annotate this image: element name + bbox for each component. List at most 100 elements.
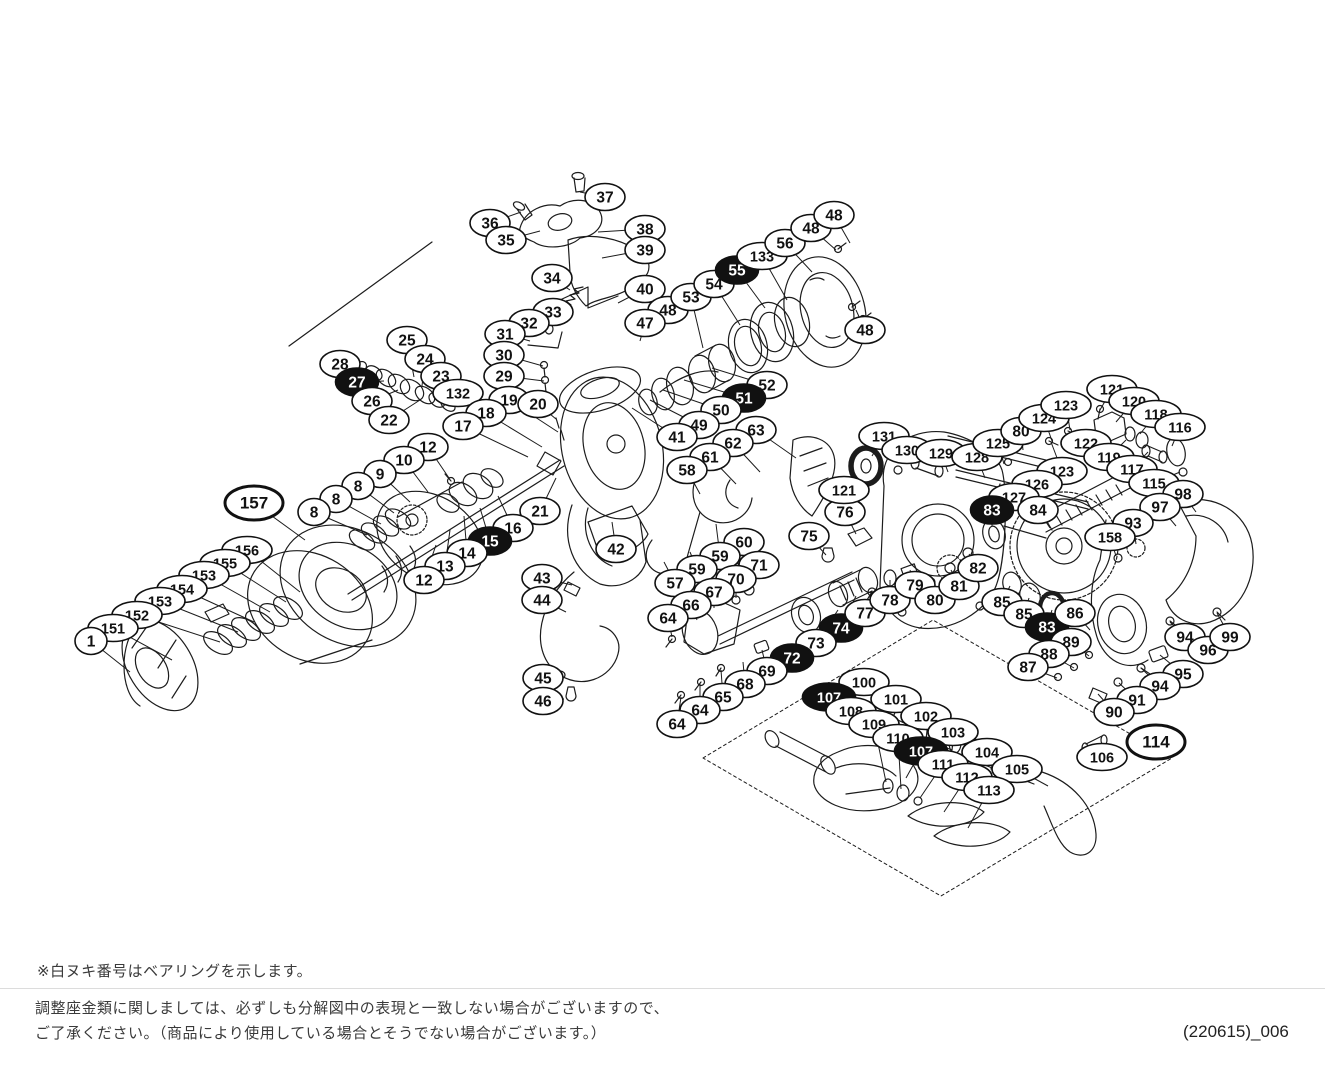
svg-text:31: 31	[496, 327, 514, 344]
svg-text:26: 26	[363, 394, 381, 411]
svg-text:100: 100	[852, 676, 876, 692]
callout-17: 17	[442, 411, 484, 441]
svg-text:64: 64	[691, 703, 709, 720]
callout-132: 132	[432, 378, 484, 408]
callout-113: 113	[963, 775, 1015, 805]
svg-text:21: 21	[531, 504, 549, 521]
callout-116: 116	[1154, 412, 1206, 442]
callout-58: 58	[666, 455, 708, 485]
svg-text:8: 8	[310, 505, 319, 522]
svg-text:158: 158	[1098, 531, 1122, 547]
svg-text:33: 33	[544, 305, 562, 322]
svg-text:38: 38	[636, 222, 654, 239]
svg-text:14: 14	[458, 546, 476, 563]
svg-text:104: 104	[975, 746, 999, 762]
svg-text:73: 73	[807, 636, 825, 653]
callout-38: 38	[624, 214, 666, 244]
svg-text:57: 57	[666, 576, 683, 593]
svg-text:115: 115	[1142, 477, 1165, 493]
callout-90: 90	[1093, 697, 1135, 727]
callout-87: 87	[1007, 652, 1049, 682]
callout-41: 41	[656, 422, 698, 452]
svg-text:96: 96	[1199, 643, 1217, 660]
svg-text:46: 46	[534, 694, 552, 711]
callout-64: 64	[656, 709, 698, 739]
svg-text:114: 114	[1142, 733, 1170, 752]
callout-22: 22	[368, 405, 410, 435]
callout-157: 157	[223, 484, 285, 522]
svg-text:132: 132	[446, 387, 470, 403]
callout-31: 31	[484, 319, 526, 349]
callout-158: 158	[1084, 522, 1136, 552]
svg-text:79: 79	[906, 578, 924, 595]
svg-text:71: 71	[750, 558, 768, 575]
svg-text:37: 37	[596, 190, 613, 207]
svg-text:130: 130	[895, 444, 919, 460]
callout-103: 103	[927, 717, 979, 747]
svg-text:18: 18	[477, 406, 495, 423]
svg-text:157: 157	[240, 494, 268, 513]
svg-text:53: 53	[682, 290, 700, 307]
callout-47: 47	[624, 308, 666, 338]
svg-text:84: 84	[1029, 503, 1047, 520]
svg-text:69: 69	[758, 664, 776, 681]
callout-43: 43	[521, 563, 563, 593]
callout-123: 123	[1040, 390, 1092, 420]
svg-text:40: 40	[636, 282, 653, 299]
callout-114: 114	[1125, 723, 1187, 761]
svg-text:48: 48	[802, 221, 820, 238]
svg-text:30: 30	[495, 348, 512, 365]
svg-text:80: 80	[926, 593, 943, 610]
svg-text:70: 70	[727, 572, 744, 589]
svg-text:125: 125	[986, 437, 1010, 453]
svg-text:105: 105	[1005, 763, 1029, 779]
callout-40: 40	[624, 274, 666, 304]
washer-note-line1: 調整座金類に関しましては、必ずしも分解図中の表現と一致しない場合がございますので…	[35, 1000, 670, 1017]
callout-75: 75	[788, 521, 830, 551]
callout-64: 64	[647, 603, 689, 633]
svg-text:82: 82	[969, 561, 986, 578]
callout-105: 105	[991, 754, 1043, 784]
svg-text:15: 15	[481, 534, 499, 551]
callout-82: 82	[957, 553, 999, 583]
svg-text:94: 94	[1176, 630, 1194, 647]
svg-text:95: 95	[1174, 667, 1192, 684]
svg-text:25: 25	[398, 333, 416, 350]
svg-text:61: 61	[701, 450, 719, 467]
svg-text:22: 22	[380, 413, 397, 430]
callout-48: 48	[844, 315, 886, 345]
callout-20: 20	[517, 389, 559, 419]
svg-text:48: 48	[659, 303, 677, 320]
svg-text:87: 87	[1019, 660, 1036, 677]
svg-text:68: 68	[736, 677, 754, 694]
svg-text:81: 81	[950, 579, 968, 596]
svg-text:54: 54	[705, 277, 723, 294]
callout-99: 99	[1209, 622, 1251, 652]
svg-text:72: 72	[783, 651, 800, 668]
svg-text:67: 67	[705, 585, 722, 602]
document-number: (220615)_006	[1183, 1022, 1289, 1041]
svg-text:17: 17	[454, 419, 471, 436]
svg-text:83: 83	[983, 503, 1001, 520]
svg-text:116: 116	[1168, 421, 1191, 437]
svg-text:123: 123	[1054, 399, 1078, 415]
bearing-note: ※白ヌキ番号はベアリングを示します。	[37, 963, 313, 980]
svg-text:55: 55	[728, 263, 746, 280]
svg-text:20: 20	[529, 397, 546, 414]
svg-text:74: 74	[832, 621, 850, 638]
callout-30: 30	[483, 340, 525, 370]
callout-83: 83	[969, 495, 1015, 525]
svg-text:63: 63	[747, 423, 765, 440]
svg-text:121: 121	[832, 484, 856, 500]
callout-121: 121	[818, 475, 870, 505]
svg-text:50: 50	[712, 403, 729, 420]
svg-text:64: 64	[668, 717, 686, 734]
callout-97: 97	[1139, 492, 1181, 522]
svg-text:97: 97	[1151, 500, 1168, 517]
callout-8: 8	[297, 497, 331, 527]
svg-text:60: 60	[735, 535, 752, 552]
svg-text:32: 32	[520, 316, 537, 333]
svg-text:86: 86	[1066, 606, 1084, 623]
